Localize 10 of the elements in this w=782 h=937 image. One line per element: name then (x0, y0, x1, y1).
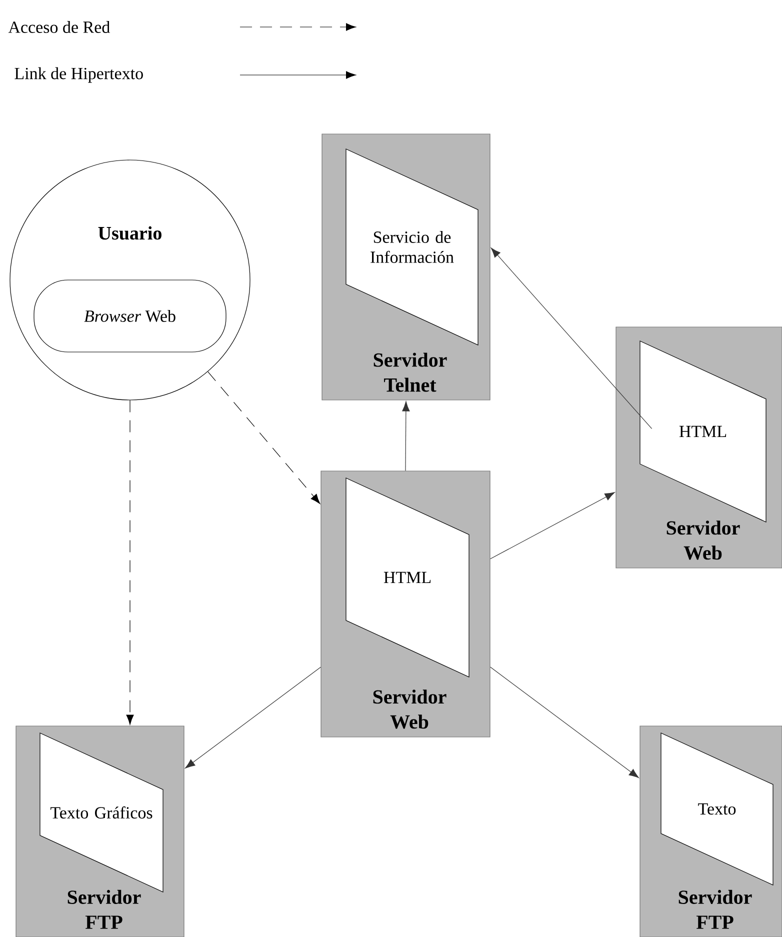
browser-pill: Browser Web (34, 280, 226, 352)
arrow (490, 492, 615, 560)
legend-label: Acceso de Red (8, 21, 110, 33)
arrow (490, 248, 652, 430)
arrow (185, 666, 321, 768)
legend-label: Link de Hipertexto (14, 67, 143, 83)
arrow (402, 401, 410, 471)
arrow (126, 400, 134, 725)
arrow (208, 371, 320, 504)
arrow (490, 666, 639, 778)
